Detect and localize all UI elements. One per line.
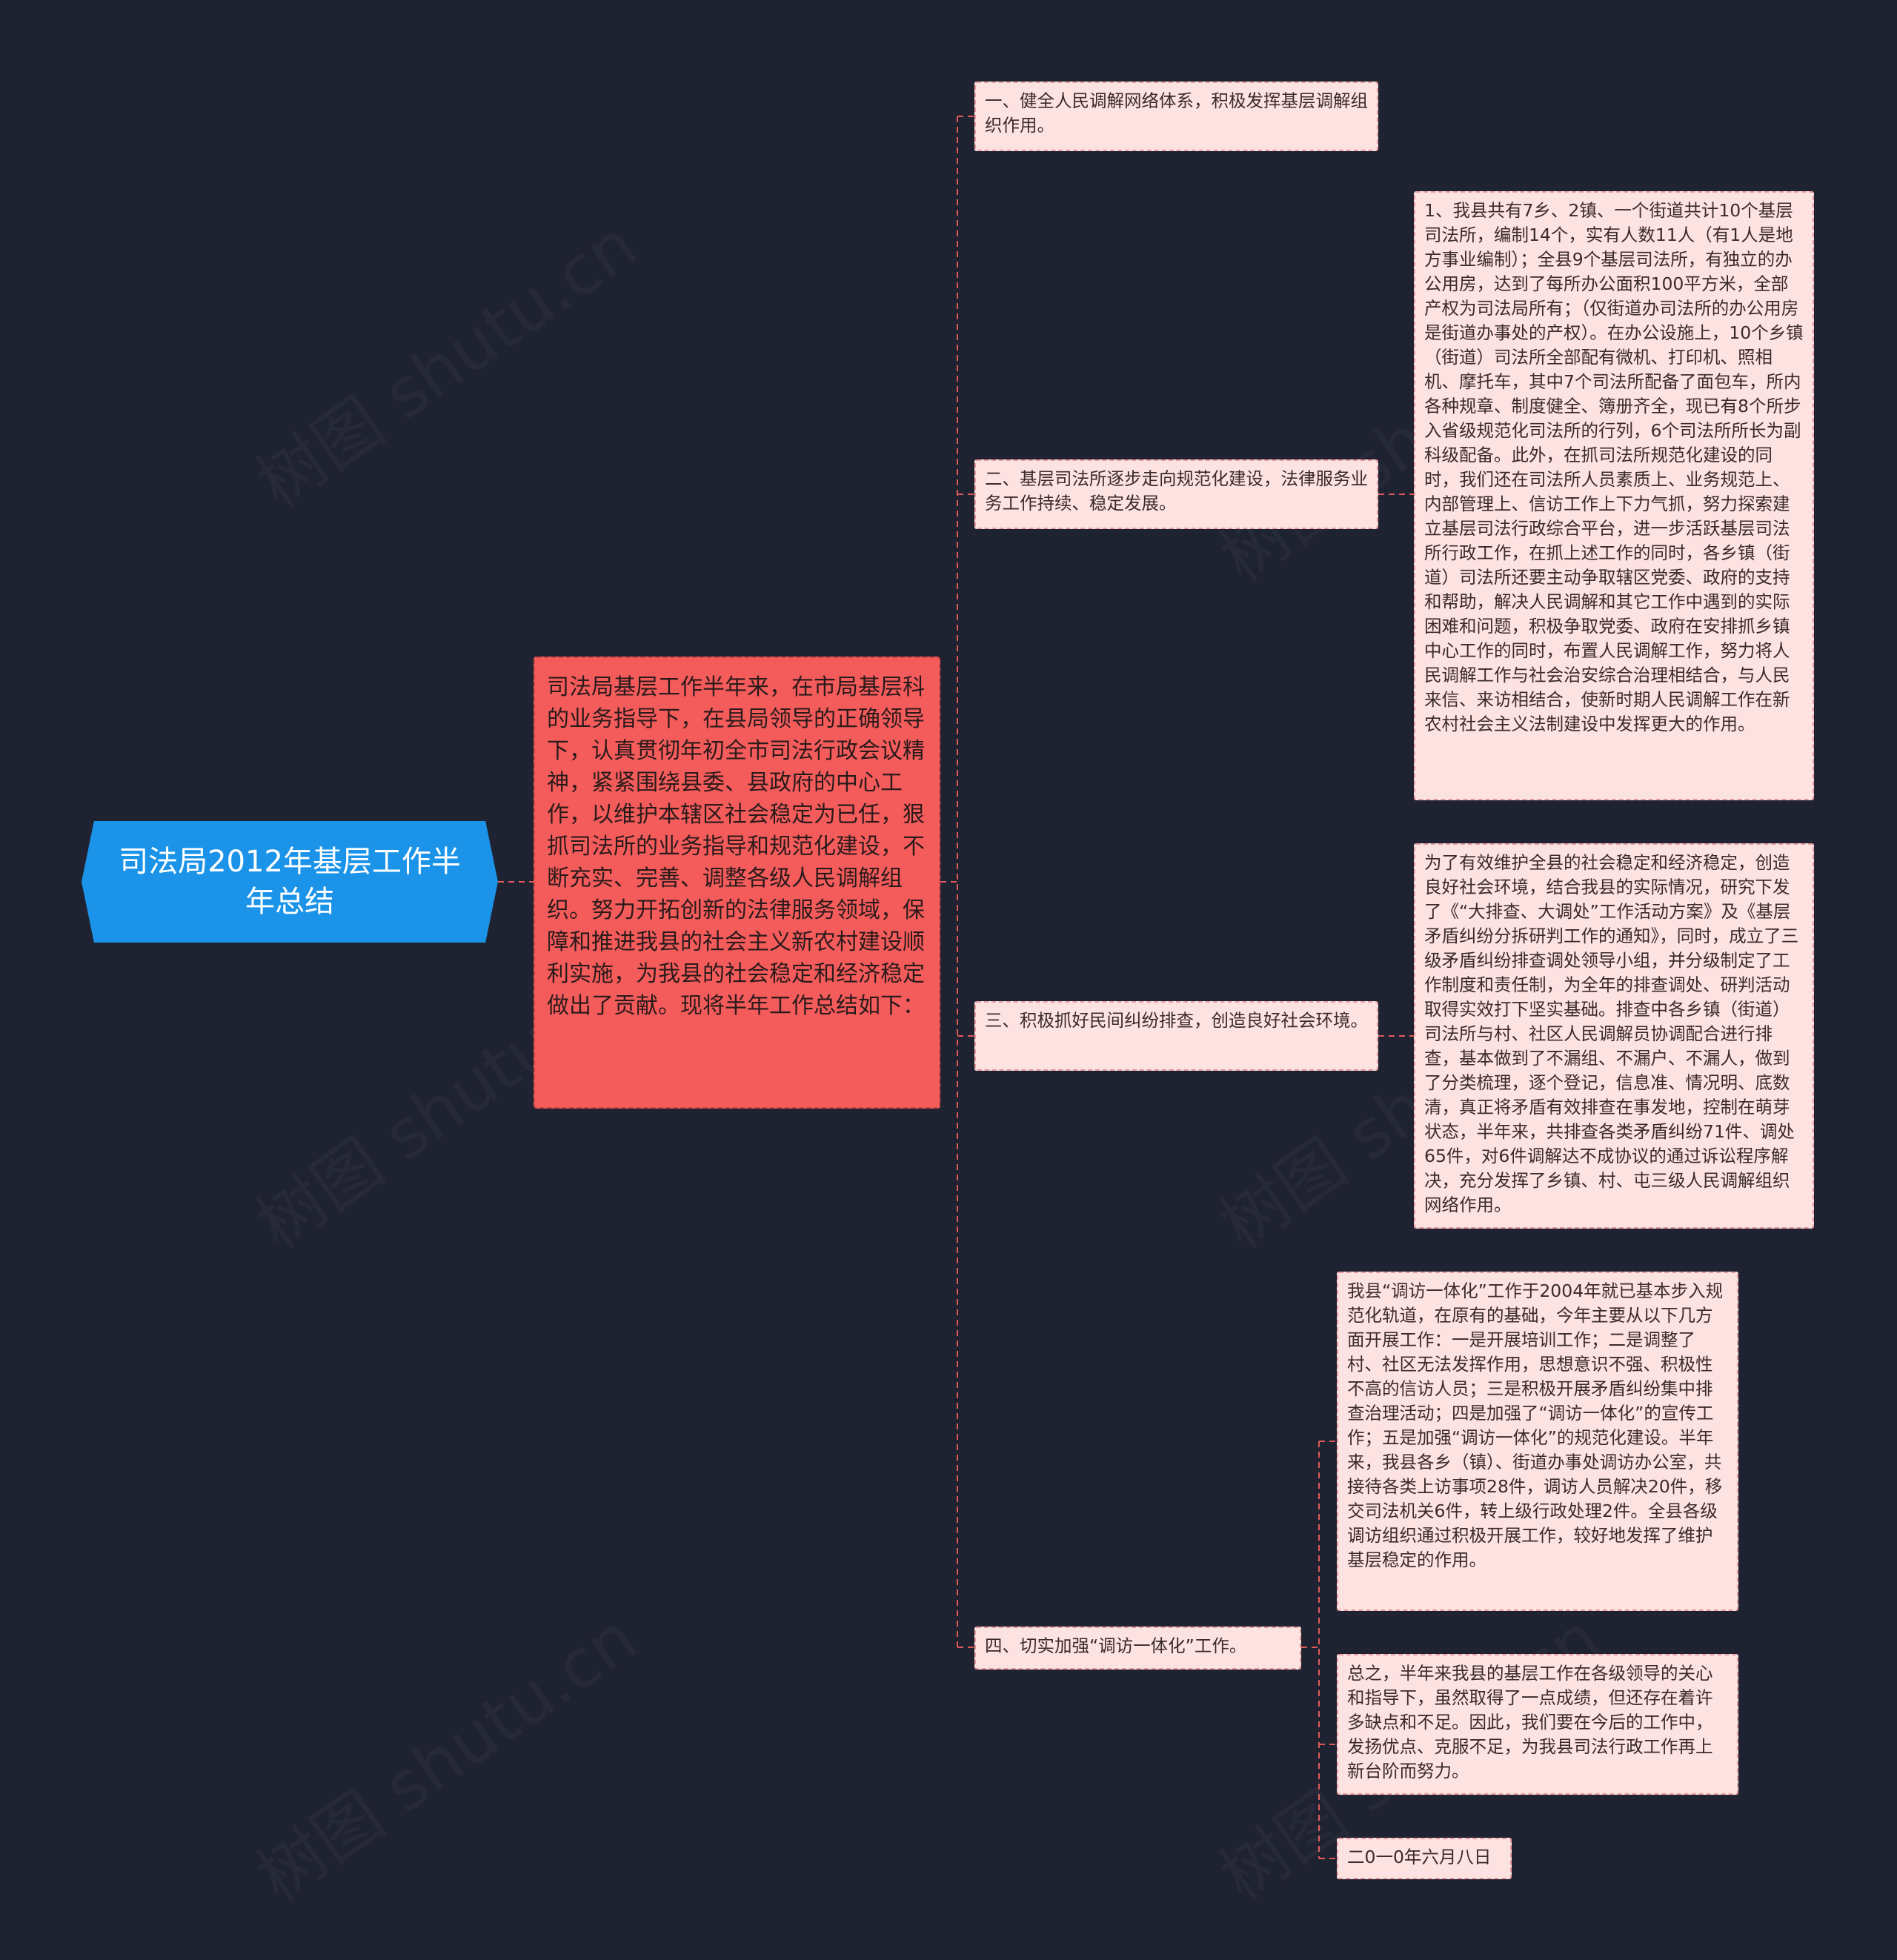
branch-4-child-1[interactable]: 我县“调访一体化”工作于2004年就已基本步入规范化轨道，在原有的基础，今年主要… [1337,1272,1738,1611]
branch-2-node[interactable]: 二、基层司法所逐步走向规范化建设，法律服务业务工作持续、稳定发展。 [974,459,1378,529]
branch-2-detail[interactable]: 1、我县共有7乡、2镇、一个街道共计10个基层司法所，编制14个，实有人数11人… [1414,191,1814,800]
branch-4-node[interactable]: 四、切实加强“调访一体化”工作。 [974,1627,1301,1670]
branch-4-child-3[interactable]: 二0一0年六月八日 [1337,1838,1512,1879]
summary-node[interactable]: 司法局基层工作半年来，在市局基层科的业务指导下，在县局领导的正确领导下，认真贯彻… [534,657,940,1109]
branch-3-node[interactable]: 三、积极抓好民间纠纷排查，创造良好社会环境。 [974,1001,1378,1071]
root-topic[interactable]: 司法局2012年基层工作半年总结 [82,821,498,943]
branch-1-node[interactable]: 一、健全人民调解网络体系，积极发挥基层调解组织作用。 [974,82,1378,151]
branch-4-child-2[interactable]: 总之，半年来我县的基层工作在各级领导的关心和指导下，虽然取得了一点成绩，但还存在… [1337,1654,1738,1795]
branch-3-detail[interactable]: 为了有效维护全县的社会稳定和经济稳定，创造良好社会环境，结合我县的实际情况，研究… [1414,843,1814,1229]
root-title: 司法局2012年基层工作半年总结 [119,845,461,919]
